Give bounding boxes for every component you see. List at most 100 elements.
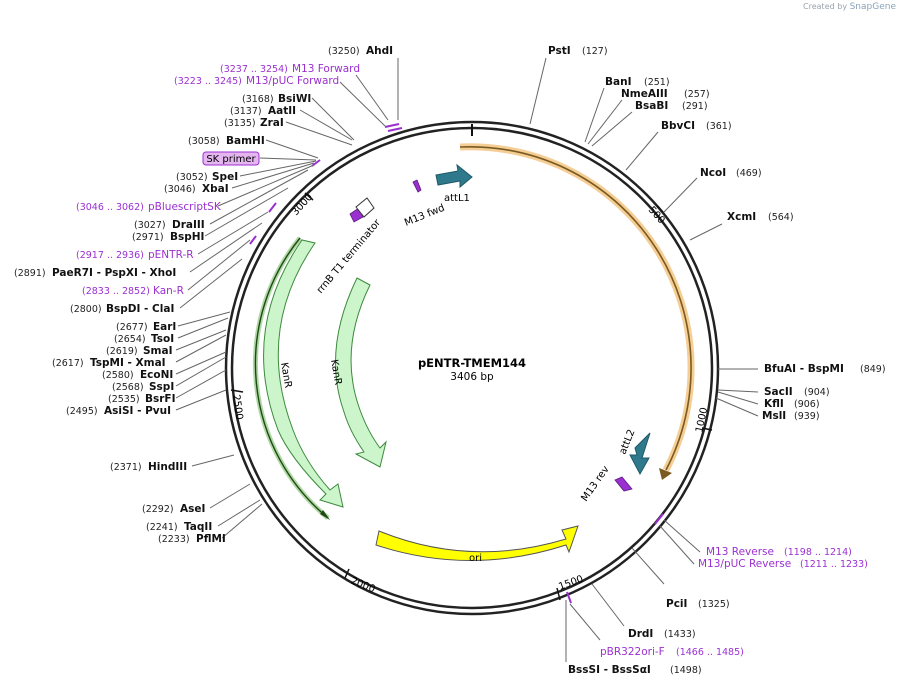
kanr-inner-arrow[interactable]: KanR: [328, 277, 387, 468]
site-name-pflmi: PflMI: [196, 533, 226, 545]
site-pos-hindiii: (2371): [110, 462, 142, 473]
ori-label: ori: [469, 553, 482, 564]
m13rev-feature[interactable]: M13 rev: [579, 464, 633, 504]
primer-pos-pbr322ori-f: (1466 .. 1485): [676, 647, 744, 658]
site-labels-right: PstI (127) BanI (251) NmeAIII (257) BsaB…: [548, 45, 886, 676]
m13fwd-label: M13 fwd: [403, 203, 446, 229]
primer-name-pbr322ori-f: pBR322ori-F: [600, 646, 665, 658]
site-pos-xcmi: (564): [768, 212, 794, 223]
primer-name-m13-forward: M13 Forward: [292, 63, 360, 75]
site-name-bsabi: BsaBI: [635, 100, 668, 112]
primer-pos-pentr-r: (2917 .. 2936): [76, 250, 144, 261]
attl2-feature[interactable]: attL2: [618, 428, 651, 476]
m13fwd-feature[interactable]: M13 fwd: [403, 179, 446, 229]
site-name-aatii: AatII: [268, 105, 296, 117]
site-pos-kfli: (906): [794, 399, 820, 410]
plasmid-length: 3406 bp: [450, 371, 494, 383]
tick-1000: 1000: [694, 406, 710, 433]
attl1-feature[interactable]: attL1: [435, 163, 473, 204]
site-pos-bsrfi: (2535): [108, 394, 140, 405]
orf-feature[interactable]: [459, 143, 695, 480]
leader-lines-left: [175, 58, 399, 539]
site-pos-smai: (2619): [106, 346, 138, 357]
site-name-bspdi: BspDI - ClaI: [106, 303, 174, 315]
site-name-bsiwi: BsiWI: [278, 93, 311, 105]
site-pos-bsiwi: (3168): [242, 94, 274, 105]
site-pos-draiii: (3027): [134, 220, 166, 231]
snapgene-brand: Created by SnapGene: [803, 2, 896, 12]
site-pos-ahdi: (3250): [328, 46, 360, 57]
kanr-inner-label: KanR: [328, 359, 343, 386]
site-pos-eari: (2677): [116, 322, 148, 333]
site-pos-spei: (3052): [176, 172, 208, 183]
site-name-xcmi: XcmI: [727, 211, 756, 223]
site-name-psti: PstI: [548, 45, 571, 57]
site-pos-psti: (127): [582, 46, 608, 57]
site-name-sacii: SacII: [764, 386, 793, 398]
site-name-bsrfi: BsrFI: [145, 393, 176, 405]
site-pos-bamhi: (3058): [188, 136, 220, 147]
primer-pos-kan-r: (2833 .. 2852): [82, 286, 150, 297]
site-name-asei: AseI: [180, 503, 205, 515]
site-name-drdi: DrdI: [628, 628, 653, 640]
site-name-bani: BanI: [605, 76, 631, 88]
site-pos-tspmi: (2617): [52, 358, 84, 369]
primer-marks: [249, 123, 664, 604]
primer-pos-pbluescriptsk: (3046 .. 3062): [76, 202, 144, 213]
tick-3000: 3000: [290, 192, 315, 218]
primer-pos-m13puc-forward: (3223 .. 3245): [174, 76, 242, 87]
site-pos-paer7i: (2891): [14, 268, 46, 279]
site-name-tsoi: TsoI: [151, 333, 174, 345]
site-pos-ncoi: (469): [736, 168, 762, 179]
kanr-outer-feature[interactable]: [252, 236, 330, 520]
primer-name-kan-r: Kan-R: [153, 285, 184, 297]
site-pos-asisi: (2495): [66, 406, 98, 417]
kanr-outer-arrow[interactable]: KanR: [263, 239, 344, 508]
attl2-label: attL2: [618, 428, 638, 456]
primer-name-m13-reverse: M13 Reverse: [706, 546, 774, 558]
site-labels-left: (3250) AhdI (3168) BsiWI (3137) AatII (3…: [14, 45, 393, 545]
site-pos-bani: (251): [644, 77, 670, 88]
site-name-kfli: KflI: [764, 398, 784, 410]
site-name-draiii: DraIII: [172, 219, 205, 231]
sk-primer-badge[interactable]: SK primer: [202, 151, 260, 166]
site-pos-bsabi: (291): [682, 101, 708, 112]
plasmid-name: pENTR-TMEM144: [418, 356, 526, 370]
site-pos-bspdi: (2800): [70, 304, 102, 315]
primer-pos-m13puc-reverse: (1211 .. 1233): [800, 559, 868, 570]
site-pos-bbvci: (361): [706, 121, 732, 132]
site-name-asisi: AsiSI - PvuI: [104, 405, 171, 417]
site-name-bfuai: BfuAI - BspMI: [764, 363, 844, 375]
site-pos-xbai: (3046): [164, 184, 196, 195]
primer-pos-m13-forward: (3237 .. 3254): [220, 64, 288, 75]
site-pos-bsphi: (2971): [132, 232, 164, 243]
site-name-eari: EarI: [153, 321, 176, 333]
site-name-bamhi: BamHI: [226, 135, 265, 147]
tick-2000: 2000: [349, 576, 377, 596]
primer-labels: (3237 .. 3254) M13 Forward (3223 .. 3245…: [76, 63, 868, 658]
site-pos-sspi: (2568): [112, 382, 144, 393]
ori-feature[interactable]: ori: [375, 525, 579, 564]
site-pos-msli: (939): [794, 411, 820, 422]
site-name-paer7i: PaeR7I - PspXI - XhoI: [52, 267, 176, 279]
site-pos-pflmi: (2233): [158, 534, 190, 545]
site-name-bsphi: BspHI: [170, 231, 204, 243]
created-by-label: Created by: [803, 2, 848, 11]
site-pos-zrai: (3135): [224, 118, 256, 129]
tick-2500: 2500: [230, 394, 244, 421]
rrnb-terminator-feature[interactable]: rrnB T1 terminator: [315, 197, 384, 296]
m13rev-label: M13 rev: [579, 464, 611, 504]
site-pos-taqii: (2241): [146, 522, 178, 533]
site-pos-tsoi: (2654): [114, 334, 146, 345]
site-pos-aatii: (3137): [230, 106, 262, 117]
site-name-smai: SmaI: [143, 345, 173, 357]
site-name-ncoi: NcoI: [700, 167, 726, 179]
site-pos-nmeaiii: (257): [684, 89, 710, 100]
site-name-bsssi: BssSI - BssSαI: [568, 664, 651, 676]
primer-pos-m13-reverse: (1198 .. 1214): [784, 547, 852, 558]
site-pos-asei: (2292): [142, 504, 174, 515]
primer-name-m13puc-reverse: M13/pUC Reverse: [698, 558, 791, 570]
leader-lines-right: [529, 57, 759, 662]
sk-primer-label: SK primer: [206, 154, 256, 165]
